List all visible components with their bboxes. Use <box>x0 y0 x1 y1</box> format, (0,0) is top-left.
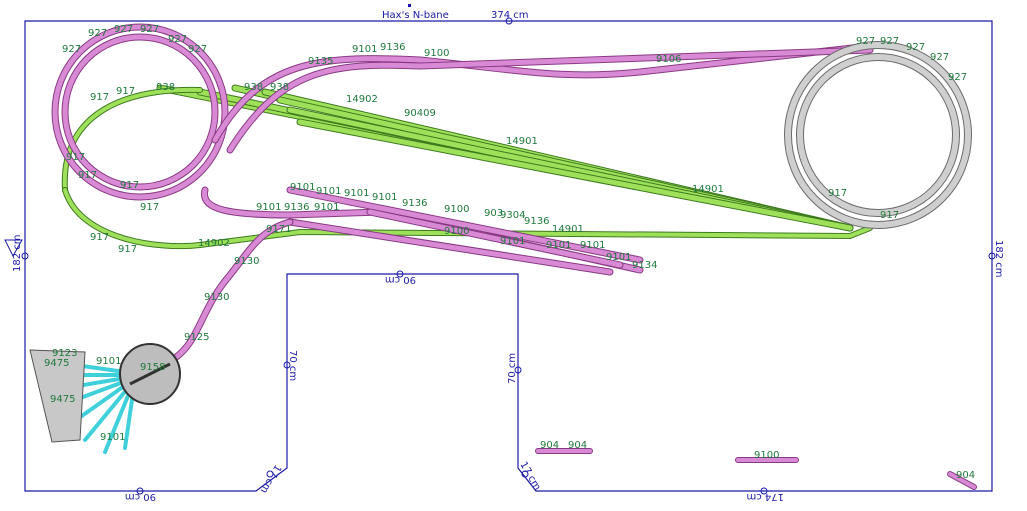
part-label: 9125 <box>184 332 209 343</box>
dim-marker-notch-right <box>521 470 529 478</box>
part-label: 904 <box>568 440 587 451</box>
part-label: 9101 <box>372 192 397 203</box>
part-label: 9136 <box>380 42 405 53</box>
dim-marker-notch-left <box>266 470 274 478</box>
part-label: 9134 <box>632 260 657 271</box>
part-label: 14901 <box>506 136 538 147</box>
part-label: 927 <box>140 24 159 35</box>
part-label: 9101 <box>344 188 369 199</box>
part-label: 9101 <box>96 356 121 367</box>
part-label: 9101 <box>100 432 125 443</box>
dim-marker-inner-top <box>396 270 404 278</box>
green-yard <box>61 84 873 250</box>
dim-label-right: 182 cm <box>993 240 1004 278</box>
grey-return-loop <box>784 41 972 229</box>
part-label: 9100 <box>754 450 779 461</box>
part-label: 927 <box>62 44 81 55</box>
part-label: 927 <box>930 52 949 63</box>
part-label: 9135 <box>308 56 333 67</box>
part-label: 904 <box>956 470 975 481</box>
part-labels: 927 927 927 927 927 927 927 927 927 927 … <box>44 24 975 481</box>
part-label: 927 <box>88 28 107 39</box>
dim-label-notch-left: 17 cm <box>258 463 283 495</box>
part-label: 927 <box>906 42 925 53</box>
part-label: 917 <box>880 210 899 221</box>
part-label: 9101 <box>500 236 525 247</box>
plan-title: Hax's N-bane <box>382 10 449 21</box>
dim-marker-bottom-right <box>760 487 768 495</box>
dim-label-left: 182 cm <box>12 234 23 272</box>
part-label: 927 <box>948 72 967 83</box>
part-label: 9101 <box>546 240 571 251</box>
part-label: 9130 <box>204 292 229 303</box>
dim-label-inner-top: 90 cm <box>385 274 416 285</box>
dim-label-bottom-left: 90 cm <box>125 491 156 502</box>
part-label: 9304 <box>500 210 525 221</box>
part-label: 9158 <box>140 362 165 373</box>
dim-label-inner-left: 70 cm <box>287 350 298 381</box>
part-label: 917 <box>90 92 109 103</box>
part-label: 9171 <box>266 224 291 235</box>
part-label: 917 <box>140 202 159 213</box>
dim-label-top: 374 cm <box>491 10 529 21</box>
part-label: 938 <box>156 82 175 93</box>
part-label: 927 <box>856 36 875 47</box>
part-label: 917 <box>120 180 139 191</box>
part-label: 14901 <box>552 224 584 235</box>
part-label: 14901 <box>692 184 724 195</box>
part-label: 9100 <box>424 48 449 59</box>
dim-label-inner-right: 70 cm <box>507 353 518 384</box>
part-label: 927 <box>880 36 899 47</box>
part-label: 9101 <box>290 182 315 193</box>
title-anchor-icon <box>408 4 411 7</box>
part-label: 90409 <box>404 108 436 119</box>
part-label: 9136 <box>524 216 549 227</box>
part-label: 14902 <box>346 94 378 105</box>
dim-marker-inner-left <box>283 361 291 369</box>
part-label: 9136 <box>402 198 427 209</box>
part-label: 9123 <box>52 348 77 359</box>
part-label: 917 <box>118 244 137 255</box>
part-label: 917 <box>90 232 109 243</box>
dim-marker-right <box>988 252 996 260</box>
dim-marker-bottom-left <box>136 487 144 495</box>
baseboard-outline <box>24 20 993 492</box>
dim-marker-top <box>505 17 513 25</box>
part-label: 927 <box>168 34 187 45</box>
part-label: 917 <box>66 152 85 163</box>
part-label: 9106 <box>656 54 681 65</box>
dim-marker-left <box>21 252 29 260</box>
part-label: 9475 <box>44 358 69 369</box>
part-label: 9100 <box>444 204 469 215</box>
roundhouse-building <box>29 349 86 443</box>
part-label: 9130 <box>234 256 259 267</box>
part-label: 9100 <box>444 226 469 237</box>
part-label: 903 <box>484 208 503 219</box>
dim-label-notch-right: 17 cm <box>517 460 542 492</box>
turntable-bridge <box>129 362 171 386</box>
part-label: 9101 <box>314 202 339 213</box>
pink-mainline <box>51 23 977 490</box>
part-label: 917 <box>116 86 135 97</box>
height-arrow-icon <box>4 239 23 258</box>
turntable-area <box>29 343 181 454</box>
part-label: 9101 <box>316 186 341 197</box>
part-label: 9136 <box>284 202 309 213</box>
part-label: 927 <box>114 24 133 35</box>
part-label: 9101 <box>580 240 605 251</box>
part-label: 9475 <box>50 394 75 405</box>
part-label: 9101 <box>352 44 377 55</box>
part-label: 917 <box>78 170 97 181</box>
part-label: 14902 <box>198 238 230 249</box>
part-label: 9101 <box>256 202 281 213</box>
part-label: 904 <box>540 440 559 451</box>
part-label: 938 <box>244 82 263 93</box>
part-label: 938 <box>270 82 289 93</box>
part-label: 917 <box>828 188 847 199</box>
part-label: 927 <box>188 44 207 55</box>
part-label: 9101 <box>606 252 631 263</box>
dim-marker-inner-right <box>514 366 522 374</box>
dim-label-bottom-right: 174 cm <box>746 491 784 502</box>
